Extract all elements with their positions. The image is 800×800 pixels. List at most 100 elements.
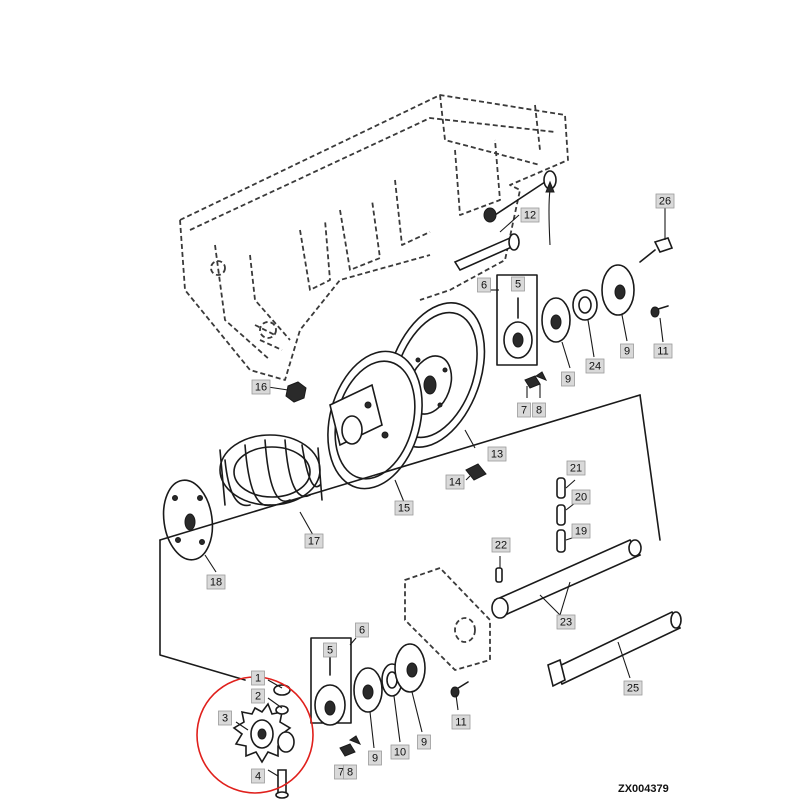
- callout-number: 14: [449, 477, 461, 489]
- callout-box: [394, 500, 414, 516]
- callout-number: 5: [515, 279, 521, 291]
- callout-number: 17: [308, 536, 320, 548]
- callout-c4: 4: [251, 768, 265, 784]
- callout-leaders: [204, 208, 666, 749]
- callout-box: [343, 764, 357, 780]
- lower-bearing-group: [310, 637, 469, 757]
- callout-c20: 20: [571, 489, 591, 505]
- callout-box: [355, 622, 369, 638]
- callout-number: 6: [481, 280, 487, 292]
- callout-c3: 3: [218, 710, 232, 726]
- callout-box: [511, 276, 525, 292]
- callout-c14: 14: [445, 474, 465, 490]
- bolt-12: [453, 233, 520, 272]
- callout-c5b: 5: [323, 642, 337, 658]
- callout-c8a: 8: [532, 402, 546, 418]
- callout-box: [323, 642, 337, 658]
- callout-number: 3: [222, 713, 228, 725]
- callout-c16: 16: [251, 379, 271, 395]
- callout-number: 15: [398, 503, 410, 515]
- callout-c6a: 6: [477, 277, 491, 293]
- sprocket-3: [232, 679, 295, 799]
- callout-c9a: 9: [561, 371, 575, 387]
- callout-number: 2: [255, 691, 261, 703]
- callout-box: [655, 193, 675, 209]
- callout-number: 5: [327, 645, 333, 657]
- callout-c21: 21: [566, 460, 586, 476]
- callout-c6b: 6: [355, 622, 369, 638]
- callout-number: 7: [521, 405, 527, 417]
- callout-number: 25: [627, 683, 639, 695]
- callout-box: [585, 358, 605, 374]
- callout-number: 21: [570, 463, 582, 475]
- callout-c23: 23: [556, 614, 576, 630]
- callout-number: 19: [575, 526, 587, 538]
- pin-22: [495, 556, 503, 583]
- callout-box: [251, 670, 265, 686]
- callout-number: 20: [575, 492, 587, 504]
- callout-number: 23: [560, 617, 572, 629]
- callout-box: [620, 343, 634, 359]
- callout-number: 22: [495, 540, 507, 552]
- callout-c11b: 11: [451, 714, 471, 730]
- callout-number: 9: [624, 346, 630, 358]
- callout-box: [623, 680, 643, 696]
- callout-number: 1: [255, 673, 261, 685]
- callout-box: [487, 446, 507, 462]
- housing-plate: [404, 567, 491, 671]
- upper-bearing-group: [496, 237, 674, 389]
- callout-box: [532, 402, 546, 418]
- callout-number: 24: [589, 361, 601, 373]
- callout-c2: 2: [251, 688, 265, 704]
- callout-c9c: 9: [368, 750, 382, 766]
- pressure-plate-15: [327, 350, 423, 490]
- shaft-23: [491, 538, 642, 619]
- callout-box: [251, 768, 265, 784]
- spring-pins-19-21: [556, 477, 576, 553]
- callout-c7a: 7: [517, 402, 531, 418]
- callout-c5a: 5: [511, 276, 525, 292]
- callout-labels: 1234556677889999101111121314151617181920…: [206, 193, 675, 784]
- callout-c25: 25: [623, 680, 643, 696]
- nut-16: [267, 381, 307, 403]
- clutch-spring-17: [219, 434, 323, 507]
- callout-number: 10: [394, 747, 406, 759]
- callout-c1: 1: [251, 670, 265, 686]
- callout-box: [556, 614, 576, 630]
- callout-box: [571, 523, 591, 539]
- callout-number: 12: [524, 210, 536, 222]
- callout-number: 9: [565, 374, 571, 386]
- callout-number: 26: [659, 196, 671, 208]
- callout-number: 11: [657, 346, 668, 358]
- callout-number: 9: [372, 753, 378, 765]
- machine-frame-outline: [179, 94, 569, 381]
- callout-c19: 19: [571, 523, 591, 539]
- callout-number: 18: [210, 577, 222, 589]
- callout-c13: 13: [487, 446, 507, 462]
- fitting-14: [465, 463, 487, 481]
- callout-c10: 10: [390, 744, 410, 760]
- callout-c26: 26: [655, 193, 675, 209]
- callout-c11a: 11: [653, 343, 673, 359]
- callout-box: [451, 714, 471, 730]
- callout-number: 11: [455, 717, 466, 729]
- callout-number: 4: [255, 771, 261, 783]
- callout-c17: 17: [304, 533, 324, 549]
- frame-rod-assembly: [483, 170, 557, 246]
- callout-box: [206, 574, 226, 590]
- callout-box: [566, 460, 586, 476]
- callout-number: 7: [338, 767, 344, 779]
- shaft-25: [547, 610, 682, 688]
- callout-number: 6: [359, 625, 365, 637]
- callout-number: 16: [255, 382, 267, 394]
- callout-box: [251, 688, 265, 704]
- callout-box: [571, 489, 591, 505]
- callout-box: [417, 734, 431, 750]
- callout-box: [520, 207, 540, 223]
- callout-box: [561, 371, 575, 387]
- callout-box: [477, 277, 491, 293]
- callout-box: [304, 533, 324, 549]
- callout-c8b: 8: [343, 764, 357, 780]
